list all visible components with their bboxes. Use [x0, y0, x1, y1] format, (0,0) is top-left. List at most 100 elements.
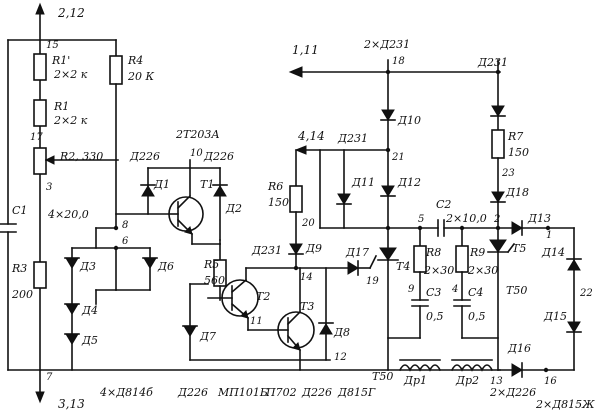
label-c2-value: 2×10,0: [445, 212, 487, 225]
node-d231: [495, 69, 501, 75]
label-t5-type: Т50: [506, 284, 527, 297]
zener-network: [71, 227, 151, 371]
label-node-19: 19: [366, 276, 379, 287]
label-r8-value: 2×30: [423, 264, 454, 277]
label-d9: Д9: [305, 242, 322, 255]
label-d1: Д1: [153, 178, 170, 191]
label-node-4: 4: [451, 284, 458, 295]
transistor-t2: [207, 267, 297, 331]
resistor-r1: [33, 99, 47, 127]
thyristor-t5: [487, 239, 516, 254]
label-r6: R6: [267, 180, 283, 193]
label-d18: Д18: [505, 186, 529, 199]
label-t1: T1: [200, 178, 214, 191]
label-d4: Д4: [81, 304, 98, 317]
diode-d8: [318, 267, 334, 361]
capacitor-c1: [0, 223, 17, 233]
resistor-r1-prime: [33, 53, 47, 81]
label-node-8: 8: [122, 220, 128, 231]
label-d12: Д12: [397, 176, 421, 189]
label-node-6: 6: [122, 236, 129, 247]
label-r5-value: 560: [204, 274, 225, 287]
choke-dr1: [398, 359, 442, 372]
capacitor-c3: [387, 299, 429, 339]
label-r2: R2, 330: [59, 150, 103, 163]
label-node-21: 21: [391, 152, 405, 163]
label-c4: C4: [468, 286, 483, 299]
label-d11-type: Д231: [337, 132, 368, 145]
label-d16: Д16: [507, 342, 531, 355]
label-d11: Д11: [351, 176, 375, 189]
c2-network: [387, 219, 499, 237]
legend-2xd226: 2×Д226: [489, 386, 536, 399]
label-output-4-14: 4,14: [297, 129, 325, 143]
label-node-2: 2: [493, 214, 500, 225]
label-d13: Д13: [527, 212, 551, 225]
thyristor-t4: [377, 247, 399, 371]
label-node-23: 23: [501, 168, 515, 179]
label-d2-type: Д226: [203, 150, 234, 163]
label-d8: Д8: [333, 326, 350, 339]
label-node-17: 17: [30, 132, 43, 143]
legend-p702: П702: [265, 386, 297, 399]
node-18: [385, 69, 391, 75]
resistor-r3: [33, 261, 47, 289]
label-t2: T2: [256, 290, 270, 303]
label-r4: R4: [127, 54, 143, 67]
legend-d815g: Д815Г: [337, 386, 376, 399]
label-d2: Д2: [225, 202, 242, 215]
label-node-9: 9: [408, 284, 415, 295]
label-node-5: 5: [418, 214, 424, 225]
potentiometer-r2: [33, 147, 119, 175]
diode-d7: [182, 283, 331, 361]
label-c2: C2: [436, 198, 451, 211]
diode-d6: [142, 257, 158, 269]
diode-d4: [64, 303, 80, 315]
label-r4-value: 20 К: [127, 70, 154, 83]
right-output-network: [497, 220, 582, 378]
label-r9: R9: [469, 246, 485, 259]
label-t4: T4: [396, 260, 410, 273]
label-d9-type: Д231: [251, 244, 282, 257]
legend-2xd815zh: 2×Д815Ж: [535, 398, 595, 411]
label-node-20: 20: [301, 218, 315, 229]
label-node-10: 10: [190, 148, 203, 159]
node-16: [543, 367, 549, 373]
label-r3: R3: [11, 262, 27, 275]
label-dr2: Др2: [455, 374, 479, 387]
label-d5: Д5: [81, 334, 98, 347]
label-r5: R5: [203, 258, 219, 271]
output-1-11: [288, 66, 501, 78]
label-c1: C1: [12, 204, 27, 217]
label-node-7: 7: [46, 372, 53, 383]
label-node-14: 14: [300, 272, 313, 283]
label-d231-top: Д231: [477, 56, 508, 69]
label-t1-type: 2Т203А: [175, 128, 220, 141]
left-supply-wires: [7, 2, 501, 404]
label-terminal-3-13: 3,13: [58, 397, 85, 411]
label-t3: T3: [300, 300, 314, 313]
legend-d226b: Д226: [301, 386, 332, 399]
diode-d17: [347, 254, 378, 276]
label-d3: Д3: [79, 260, 96, 273]
diode-d11: [336, 149, 352, 229]
transistor-t3: [277, 267, 315, 371]
label-node-22: 22: [579, 288, 593, 299]
label-c4-value: 0,5: [468, 310, 486, 323]
label-r9-value: 2×30: [467, 264, 498, 277]
label-node-16: 16: [544, 376, 557, 387]
label-r7-value: 150: [508, 146, 529, 159]
node-21: [385, 147, 391, 153]
label-d7: Д7: [199, 330, 216, 343]
label-node-12: 12: [334, 352, 347, 363]
label-t5: T5: [512, 242, 526, 255]
label-d14: Д14: [541, 246, 565, 259]
resistor-r6: [289, 185, 303, 213]
node-6: [113, 245, 119, 251]
label-c3-value: 0,5: [426, 310, 444, 323]
diode-d1: [140, 184, 156, 197]
legend-d814b: 4×Д814б: [99, 386, 153, 399]
label-r1: R1: [53, 100, 69, 113]
node-8: [113, 225, 119, 231]
